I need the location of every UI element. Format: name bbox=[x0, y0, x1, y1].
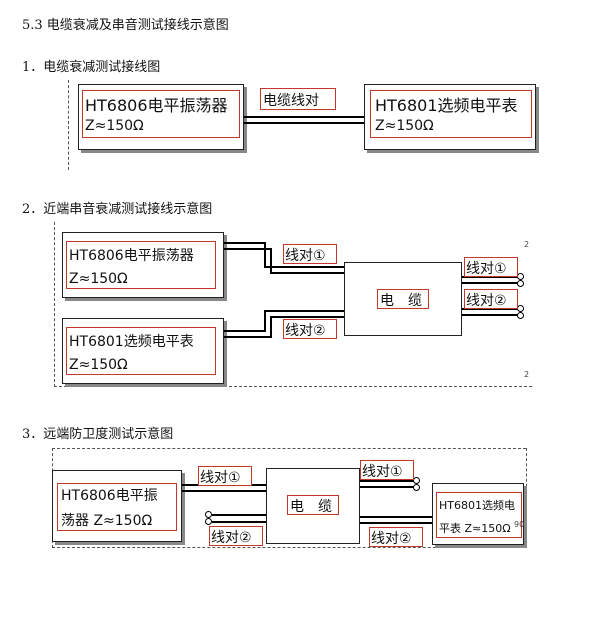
d3-in-pair2-a bbox=[212, 514, 266, 516]
d2-wire-meter-a2 bbox=[264, 310, 266, 332]
d3-pair1-in-frame bbox=[198, 466, 252, 486]
diagram2-heading: 2．近端串音衰减测试接线示意图 bbox=[22, 202, 213, 217]
d3-terminal-in-2a bbox=[205, 511, 212, 518]
d3-meter-frame bbox=[436, 492, 522, 538]
d2-wire-meter-b3 bbox=[270, 316, 344, 318]
diagram1-guide-line bbox=[68, 80, 69, 170]
d3-cable-frame bbox=[287, 495, 339, 515]
section-title: 5.3 电缆衰减及串音测试接线示意图 bbox=[22, 18, 229, 33]
d3-out-pair2-a bbox=[360, 516, 432, 518]
d2-out-pair2-a bbox=[462, 308, 518, 310]
diagram2-meter-name: HT6801选频电平表 bbox=[69, 334, 194, 350]
diagram3-top-guide bbox=[52, 448, 526, 449]
diagram3-meter-box: HT6801选频电 平表 Z≈150Ω bbox=[432, 483, 524, 545]
diagram1-meter-impedance: Z≈150Ω bbox=[375, 118, 434, 134]
diagram2-guide-line bbox=[54, 222, 55, 387]
diagram1-meter-box: HT6801选频电平表 Z≈150Ω bbox=[364, 84, 536, 150]
diagram2-baseline bbox=[54, 386, 532, 387]
d2-wire-meter-a3 bbox=[264, 310, 344, 312]
d3-pair1-in-label: 线对① bbox=[200, 470, 241, 486]
d2-terminal-1b bbox=[517, 280, 524, 287]
diagram1-wire-top bbox=[244, 116, 364, 118]
d2-wire-gen-b1 bbox=[224, 248, 270, 250]
d2-pair1-label: 线对① bbox=[285, 248, 326, 264]
d2-wire-meter-a1 bbox=[224, 330, 264, 332]
diagram2-meter-label-frame bbox=[66, 327, 216, 375]
d2-edge-mark-top: 2 bbox=[524, 240, 530, 249]
diagram1-meter-name: HT6801选频电平表 bbox=[375, 96, 518, 115]
d2-wire-gen-b2 bbox=[270, 248, 272, 272]
d3-pair1-out-label: 线对① bbox=[362, 464, 403, 480]
d3-edge-mark: 90 bbox=[514, 520, 525, 529]
diagram2-generator-name: HT6806电平振荡器 bbox=[69, 248, 194, 264]
diagram2-meter-box: HT6801选频电平表 Z≈150Ω bbox=[62, 318, 224, 384]
d2-edge-mark-bottom: 2 bbox=[524, 370, 530, 379]
d3-meter-name-line2: 平表 Z≈150Ω bbox=[439, 522, 511, 535]
d2-pair2-label: 线对② bbox=[285, 323, 326, 339]
d3-in-pair2-b bbox=[212, 521, 266, 523]
diagram2-generator-label-frame bbox=[66, 241, 216, 289]
diagram3-cable-box: 电 缆 bbox=[266, 468, 360, 544]
diagram2-generator-impedance: Z≈150Ω bbox=[69, 271, 128, 287]
diagram2-meter-impedance: Z≈150Ω bbox=[69, 357, 128, 373]
d3-meter-name-line1: HT6801选频电 bbox=[439, 499, 515, 512]
diagram1-heading: 1．电缆衰减测试接线图 bbox=[22, 60, 161, 75]
diagram3-heading: 3．远端防卫度测试示意图 bbox=[22, 427, 174, 442]
d3-pair2-in-frame bbox=[209, 526, 263, 546]
d2-terminal-2b bbox=[517, 312, 524, 319]
diagram3-right-guide bbox=[526, 448, 527, 548]
d2-out-pair1-b bbox=[462, 282, 518, 284]
diagram1-generator-impedance: Z≈150Ω bbox=[85, 118, 144, 134]
d2-terminal-2a bbox=[517, 305, 524, 312]
d3-out-pair1-a bbox=[360, 480, 414, 482]
d3-terminal-out-1b bbox=[413, 484, 420, 491]
d3-out-pair2-b bbox=[360, 522, 432, 524]
d3-generator-name-line2: 荡器 Z≈150Ω bbox=[61, 513, 153, 529]
d3-generator-name-line1: HT6806电平振 bbox=[61, 488, 158, 504]
d2-wire-meter-b1 bbox=[224, 336, 270, 338]
d2-wire-gen-b3 bbox=[270, 272, 344, 274]
d3-terminal-out-1a bbox=[413, 477, 420, 484]
d2-pair1-out-frame bbox=[464, 257, 518, 277]
d2-wire-gen-a1 bbox=[224, 242, 264, 244]
d2-pair2-out-label: 线对② bbox=[466, 293, 507, 309]
d2-wire-meter-b2 bbox=[270, 316, 272, 338]
diagram2-cable-box: 电 缆 bbox=[344, 262, 462, 336]
d2-wire-gen-a2 bbox=[264, 242, 266, 268]
d2-pair2-out-frame bbox=[464, 289, 518, 309]
d3-terminal-in-2b bbox=[205, 518, 212, 525]
d3-out-pair1-b bbox=[360, 486, 414, 488]
d2-out-pair1-a bbox=[462, 276, 518, 278]
d2-terminal-1a bbox=[517, 273, 524, 280]
diagram1-meter-label-frame bbox=[370, 90, 532, 138]
diagram1-generator-label-frame bbox=[82, 90, 240, 138]
diagram3-bottom-guide bbox=[52, 547, 526, 548]
d2-pair1-out-label: 线对① bbox=[466, 261, 507, 277]
d2-pair2-frame bbox=[283, 319, 337, 339]
d2-wire-gen-a3 bbox=[264, 266, 344, 268]
d3-pair1-out-frame bbox=[360, 460, 414, 480]
d3-pair2-out-frame bbox=[369, 527, 423, 547]
d3-pair2-in-label: 线对② bbox=[211, 530, 252, 546]
diagram2-generator-box: HT6806电平振荡器 Z≈150Ω bbox=[62, 232, 224, 298]
diagram3-generator-box: HT6806电平振 荡器 Z≈150Ω bbox=[52, 470, 182, 542]
diagram1-wire-bottom bbox=[244, 122, 364, 124]
diagram1-cable-label-frame bbox=[260, 88, 336, 110]
d2-pair1-frame bbox=[283, 244, 337, 264]
diagram1-generator-box: HT6806电平振荡器 Z≈150Ω bbox=[78, 84, 244, 150]
d2-out-pair2-b bbox=[462, 314, 518, 316]
diagram1-cable-label: 电缆线对 bbox=[263, 93, 319, 109]
diagram1-generator-name: HT6806电平振荡器 bbox=[85, 96, 228, 115]
d3-cable-label: 电 缆 bbox=[290, 499, 332, 515]
d3-generator-frame bbox=[57, 483, 177, 531]
d3-pair2-out-label: 线对② bbox=[371, 531, 412, 547]
d3-in-pair1-b bbox=[182, 490, 266, 492]
d2-cable-frame bbox=[377, 289, 429, 309]
d2-cable-label: 电 缆 bbox=[380, 293, 422, 309]
